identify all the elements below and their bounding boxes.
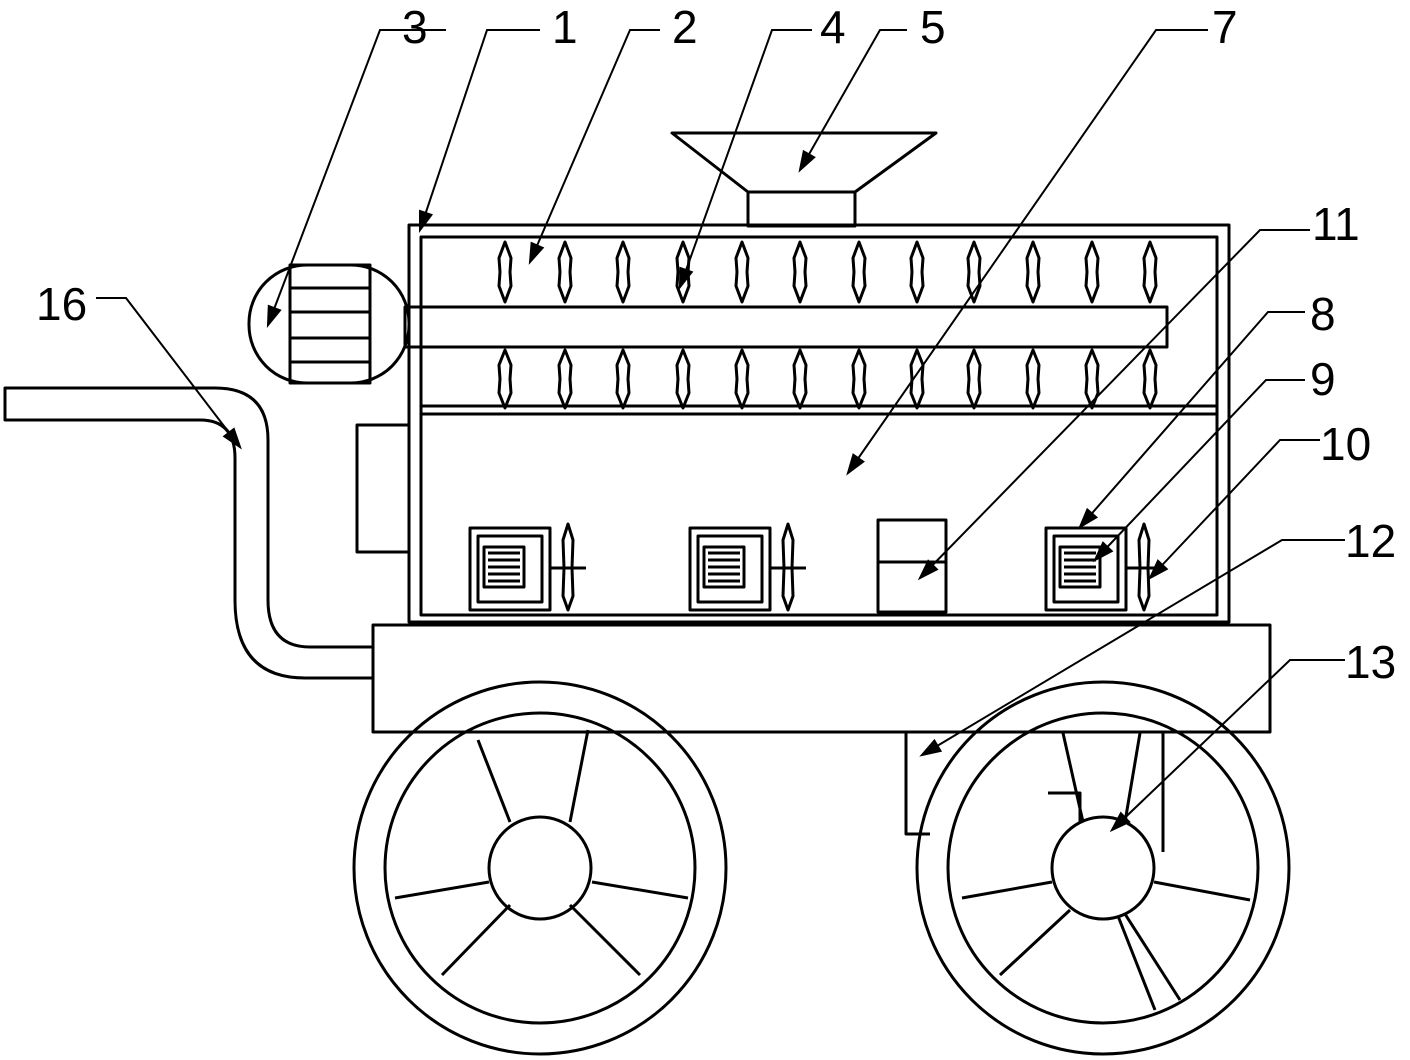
leader-line-16 — [96, 297, 241, 448]
callout-number-4: 4 — [820, 1, 846, 53]
rear-motor — [904, 730, 1165, 852]
crushing-shaft — [403, 305, 1169, 349]
leader-arrow-16 — [222, 427, 242, 450]
blade — [909, 240, 925, 304]
blade — [557, 348, 573, 410]
blade — [851, 348, 867, 410]
side-fan — [247, 263, 411, 385]
leader-line-8 — [1079, 311, 1305, 528]
mixer-unit — [688, 522, 806, 612]
leader-line-9 — [1094, 379, 1305, 561]
callout-number-16: 16 — [36, 278, 87, 330]
blade — [966, 240, 982, 304]
callout-number-1: 1 — [552, 1, 578, 53]
leader-arrow-11 — [917, 559, 939, 581]
leader-arrow-5 — [798, 149, 816, 173]
callout-number-3: 3 — [402, 1, 428, 53]
leader-line-2 — [529, 29, 660, 263]
blade — [792, 348, 808, 410]
separator-plate — [419, 404, 1219, 416]
blade — [909, 348, 925, 410]
leader-arrow-13 — [1109, 811, 1131, 833]
blade — [966, 348, 982, 410]
blade — [851, 240, 867, 304]
leader-line-5 — [799, 29, 907, 171]
leader-line-4 — [679, 29, 812, 288]
blade — [1084, 240, 1100, 304]
leader-arrow-3 — [266, 304, 282, 328]
leader-arrow-4 — [678, 266, 694, 290]
blade — [615, 240, 631, 304]
wheels — [352, 680, 1291, 1056]
leader-line-1 — [419, 29, 540, 231]
callout-number-8: 8 — [1310, 288, 1336, 340]
blade — [734, 240, 750, 304]
housing — [407, 223, 1231, 624]
leader-line-3 — [267, 29, 446, 326]
leader-line-12 — [921, 539, 1345, 756]
blade — [734, 348, 750, 410]
blade — [1084, 348, 1100, 410]
blade — [1142, 240, 1158, 304]
blade — [615, 348, 631, 410]
leader-line-7 — [847, 29, 1208, 474]
callout-number-11: 11 — [1312, 198, 1360, 250]
blade — [675, 348, 691, 410]
callout-number-2: 2 — [672, 1, 698, 53]
blade — [1025, 240, 1041, 304]
blade — [792, 240, 808, 304]
leader-arrow-7 — [846, 453, 865, 476]
callout-number-5: 5 — [920, 1, 946, 53]
leader-arrow-2 — [528, 241, 545, 265]
mixer-unit — [468, 522, 586, 612]
blade — [1142, 348, 1158, 410]
wheel — [915, 680, 1291, 1056]
callout-number-9: 9 — [1310, 353, 1336, 405]
leader-arrow-10 — [1147, 559, 1169, 581]
blade — [497, 348, 513, 410]
leader-arrow-1 — [418, 209, 434, 233]
crushing-chamber — [403, 240, 1219, 416]
leader-arrow-8 — [1077, 507, 1099, 530]
blade — [557, 240, 573, 304]
blade — [1025, 348, 1041, 410]
blade — [497, 240, 513, 304]
feed-hopper — [670, 131, 938, 228]
crushing-blades — [497, 240, 1158, 410]
leader-line-11 — [919, 229, 1310, 579]
cart-handle — [3, 386, 373, 680]
callout-number-12: 12 — [1345, 515, 1396, 567]
leader-arrow-12 — [919, 738, 943, 757]
mixer-units — [468, 522, 1162, 612]
side-motor — [355, 423, 409, 554]
callout-leaders — [96, 29, 1345, 833]
mixer-unit — [1044, 522, 1162, 612]
leader-line-13 — [1111, 659, 1345, 831]
pump-box — [876, 518, 948, 614]
callout-number-7: 7 — [1212, 1, 1238, 53]
callout-number-10: 10 — [1320, 418, 1371, 470]
leader-arrow-9 — [1092, 541, 1114, 563]
wheel — [352, 680, 728, 1056]
callout-number-13: 13 — [1345, 636, 1396, 688]
leader-line-10 — [1149, 439, 1320, 579]
